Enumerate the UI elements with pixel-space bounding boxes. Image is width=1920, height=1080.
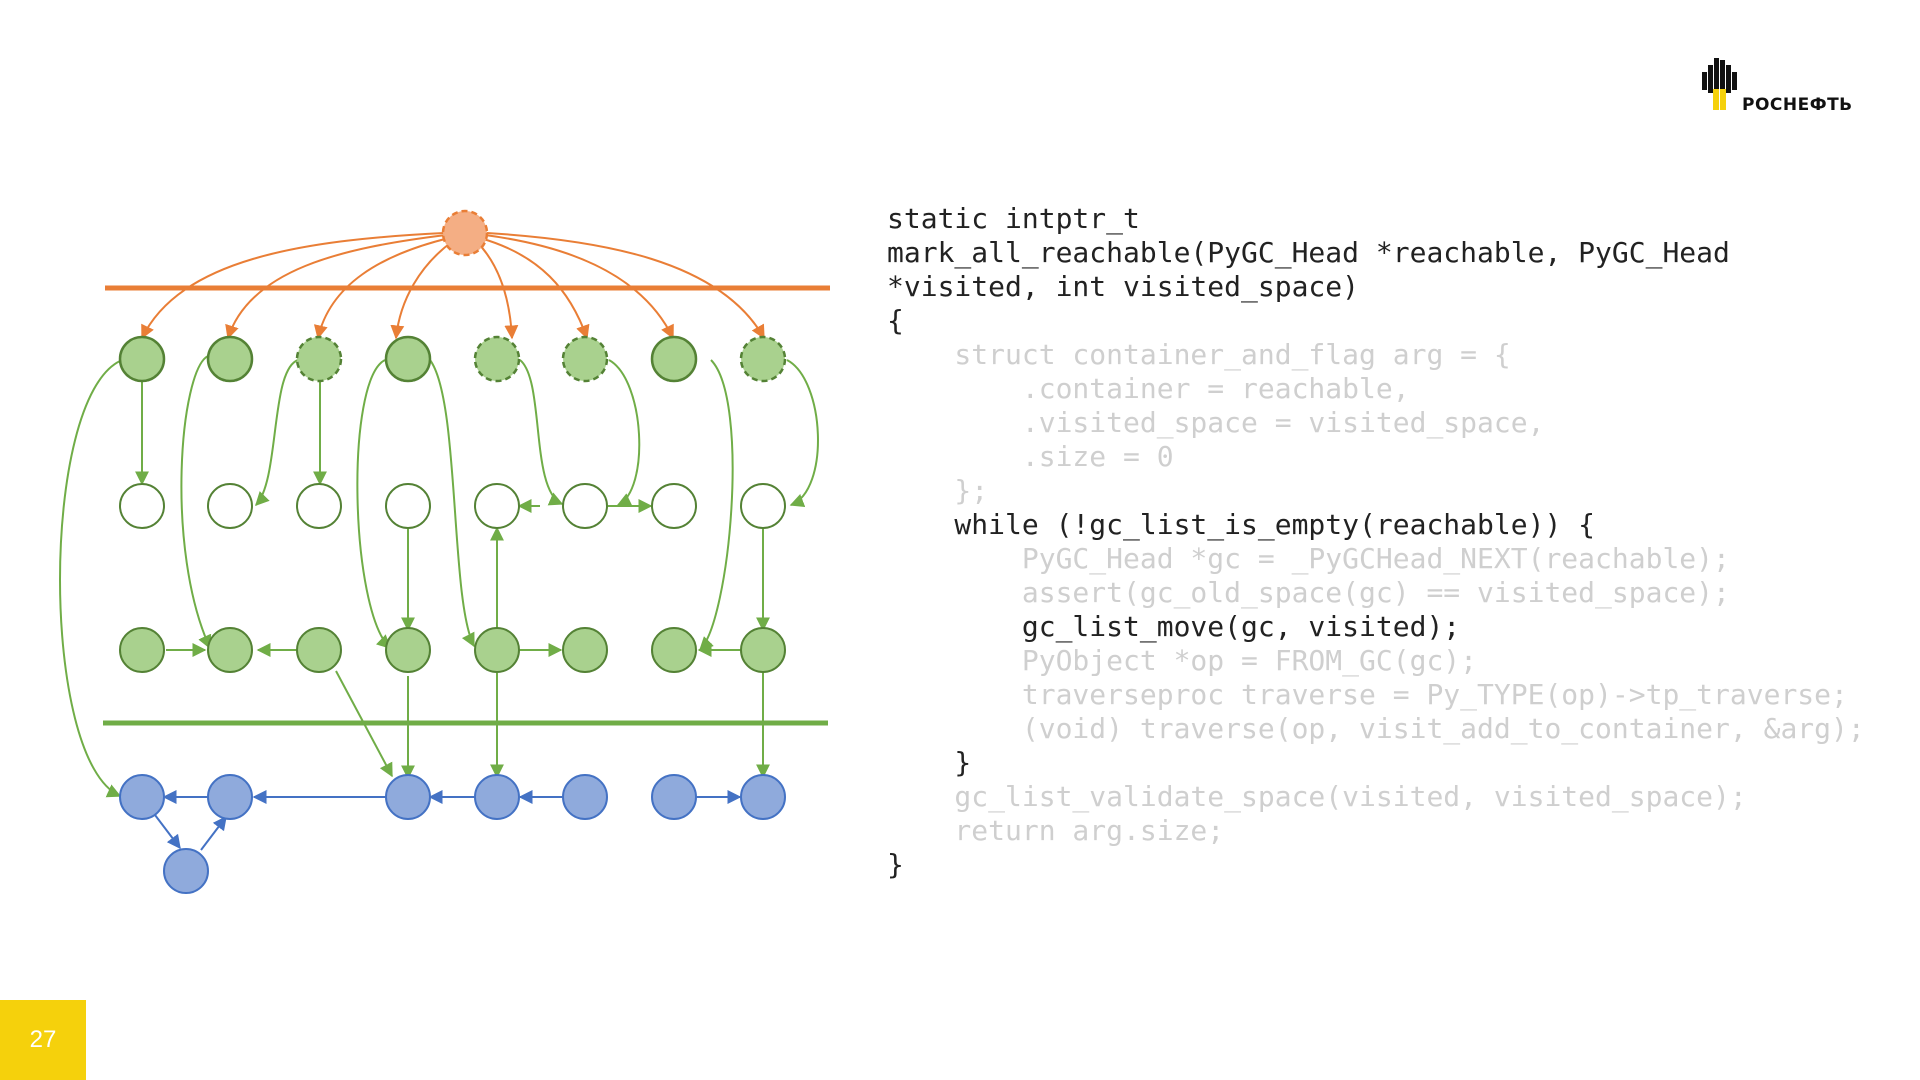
root-edge	[141, 232, 445, 340]
visited-node	[474, 774, 520, 820]
reachable-node-dashed	[739, 335, 787, 383]
unvisited-node	[474, 483, 520, 529]
visited-node	[740, 774, 786, 820]
code-line: struct container_and_flag arg = {	[887, 338, 1511, 371]
edge	[335, 670, 393, 778]
root-node	[441, 209, 489, 257]
reachable-node	[474, 627, 520, 673]
code-line: *visited, int visited_space)	[887, 270, 1360, 303]
code-line: while (!gc_list_is_empty(reachable)) {	[887, 508, 1596, 541]
edge	[608, 359, 641, 506]
code-line: .visited_space = visited_space,	[887, 406, 1545, 439]
reachable-node	[206, 335, 254, 383]
edge	[699, 359, 734, 651]
edge	[154, 814, 181, 850]
reachable-node-dashed	[561, 335, 609, 383]
edge	[200, 815, 227, 851]
root-edge	[486, 232, 765, 340]
reachable-node	[562, 627, 608, 673]
root-edge	[313, 237, 450, 340]
code-line: gc_list_validate_space(visited, visited_…	[887, 780, 1747, 813]
reachable-node-dashed	[473, 335, 521, 383]
reachable-node	[296, 627, 342, 673]
unvisited-node	[119, 483, 165, 529]
reachable-node	[207, 627, 253, 673]
root-edge	[484, 234, 674, 340]
edge	[255, 359, 299, 507]
green-edges	[59, 355, 819, 798]
code-line: .container = reachable,	[887, 372, 1410, 405]
reachable-node	[740, 627, 786, 673]
code-line: (void) traverse(op, visit_add_to_contain…	[887, 712, 1865, 745]
visited-node	[651, 774, 697, 820]
reachable-node-dashed	[295, 335, 343, 383]
visited-node	[207, 774, 253, 820]
edge	[429, 359, 475, 648]
rosneft-logo-icon	[1702, 58, 1737, 110]
edge	[59, 360, 122, 798]
code-line: static intptr_t	[887, 202, 1140, 235]
unvisited-node	[385, 483, 431, 529]
root-edge	[225, 234, 447, 340]
code-line: PyObject *op = FROM_GC(gc);	[887, 644, 1478, 677]
root-edge	[390, 240, 454, 340]
rosneft-logo-text: РОСНЕФТЬ	[1742, 95, 1853, 115]
visited-node	[163, 848, 209, 894]
row-1-nodes	[118, 335, 787, 383]
code-line: }	[887, 746, 972, 779]
row-4-nodes	[119, 774, 786, 894]
reachable-node	[650, 335, 698, 383]
edge	[356, 359, 392, 649]
code-line: mark_all_reachable(PyGC_Head *reachable,…	[887, 236, 1730, 269]
reachable-node	[384, 335, 432, 383]
code-line: traverseproc traverse = Py_TYPE(op)->tp_…	[887, 678, 1848, 711]
edge	[519, 359, 564, 506]
code-line: gc_list_move(gc, visited);	[887, 610, 1461, 643]
root-edges	[141, 232, 765, 340]
code-line: return arg.size;	[887, 814, 1225, 847]
rosneft-logo: РОСНЕФТЬ	[1700, 55, 1880, 117]
row-2-nodes	[119, 483, 786, 529]
reachable-node	[119, 627, 165, 673]
object-graph-diagram	[59, 209, 830, 894]
code-line: .size = 0	[887, 440, 1174, 473]
code-line: PyGC_Head *gc = _PyGCHead_NEXT(reachable…	[887, 542, 1730, 575]
edge	[786, 359, 819, 507]
visited-node	[385, 774, 431, 820]
code-line: };	[887, 474, 989, 507]
root-edge	[475, 240, 519, 340]
unvisited-node	[562, 483, 608, 529]
unvisited-node	[740, 483, 786, 529]
reachable-node	[118, 335, 166, 383]
code-line: assert(gc_old_space(gc) == visited_space…	[887, 576, 1730, 609]
code-line: {	[887, 304, 904, 337]
unvisited-node	[651, 483, 697, 529]
reachable-node	[651, 627, 697, 673]
unvisited-node	[296, 483, 342, 529]
reachable-node	[385, 627, 431, 673]
visited-node	[562, 774, 608, 820]
edge	[180, 355, 212, 650]
root-edge	[479, 237, 590, 340]
unvisited-node	[207, 483, 253, 529]
code-line: }	[887, 848, 904, 881]
row-3-nodes	[119, 627, 786, 673]
visited-node	[119, 774, 165, 820]
page-number-badge: 27	[0, 1000, 86, 1080]
